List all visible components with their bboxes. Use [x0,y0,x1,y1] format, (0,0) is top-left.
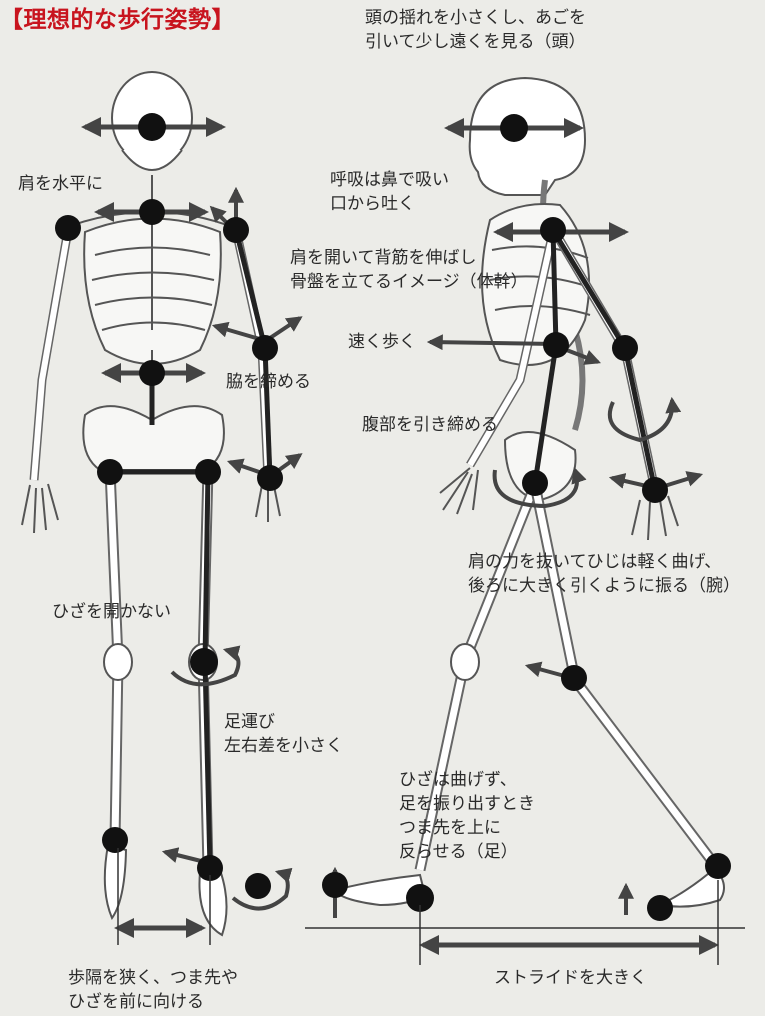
marker-side-shoulder [540,217,566,243]
label-stance-line1: 歩隔を狭く、つま先や [68,966,238,990]
marker-side-wrist [642,477,668,503]
marker-side-head [500,114,528,142]
label-shoulder-level: 肩を水平に [18,172,103,196]
marker-front-toe [245,873,271,899]
label-breath-line2: 口から吐く [330,192,449,216]
marker-front-elbow [252,335,278,361]
label-head: 頭の揺れを小さくし、あごを 引いて少し遠くを見る（頭） [365,6,586,54]
label-legs-line1: 足運び [224,710,343,734]
marker-side-waist [543,332,569,358]
label-legs-line2: 左右差を小さく [224,734,343,758]
label-stride: ストライドを大きく [494,966,647,990]
marker-front-right-shoulder [55,215,81,241]
marker-front-neck [139,199,165,225]
marker-side-back-heel [705,853,731,879]
label-breath: 呼吸は鼻で吸い 口から吐く [330,168,449,216]
marker-side-toe [322,872,348,898]
label-stance-line2: ひざを前に向ける [68,990,238,1014]
label-arm: 肩の力を抜いてひじは軽く曲げ、 後ろに大きく引くように振る（腕） [468,550,740,598]
label-arm-line2: 後ろに大きく引くように振る（腕） [468,574,740,598]
marker-front-left-hip [195,459,221,485]
marker-front-knee [190,648,218,676]
marker-front-right-ankle [102,827,128,853]
label-foot-line4: 反らせる（足） [399,840,535,864]
label-walk-fast: 速く歩く [348,330,416,354]
page-title: 【理想的な歩行姿勢】 [0,0,235,34]
marker-front-wrist [257,465,283,491]
label-arm-line1: 肩の力を抜いてひじは軽く曲げ、 [468,550,740,574]
label-legs: 足運び 左右差を小さく [224,710,343,758]
label-stance: 歩隔を狭く、つま先や ひざを前に向ける [68,966,238,1014]
label-trunk: 肩を開いて背筋を伸ばし 骨盤を立てるイメージ（体幹） [290,246,528,294]
marker-side-back-toe [647,895,673,921]
label-head-line2: 引いて少し遠くを見る（頭） [365,30,586,54]
label-breath-line1: 呼吸は鼻で吸い [330,168,449,192]
marker-front-left-shoulder [223,217,249,243]
label-trunk-line1: 肩を開いて背筋を伸ばし [290,246,528,270]
marker-side-hip [522,470,548,496]
marker-side-knee [561,665,587,691]
label-abdomen: 腹部を引き締める [362,413,498,437]
marker-front-right-hip [97,459,123,485]
marker-side-elbow [612,335,638,361]
label-foot-line2: 足を振り出すとき [399,792,535,816]
side-skull [470,78,585,195]
label-foot-line1: ひざは曲げず、 [399,768,535,792]
label-armpit: 脇を締める [226,370,311,394]
label-foot: ひざは曲げず、 足を振り出すとき つま先を上に 反らせる（足） [399,768,535,864]
label-knee-open: ひざを開かない [52,600,171,624]
marker-front-head [138,113,166,141]
label-foot-line3: つま先を上に [399,816,535,840]
label-trunk-line2: 骨盤を立てるイメージ（体幹） [290,270,528,294]
marker-front-waist [139,360,165,386]
label-head-line1: 頭の揺れを小さくし、あごを [365,6,586,30]
